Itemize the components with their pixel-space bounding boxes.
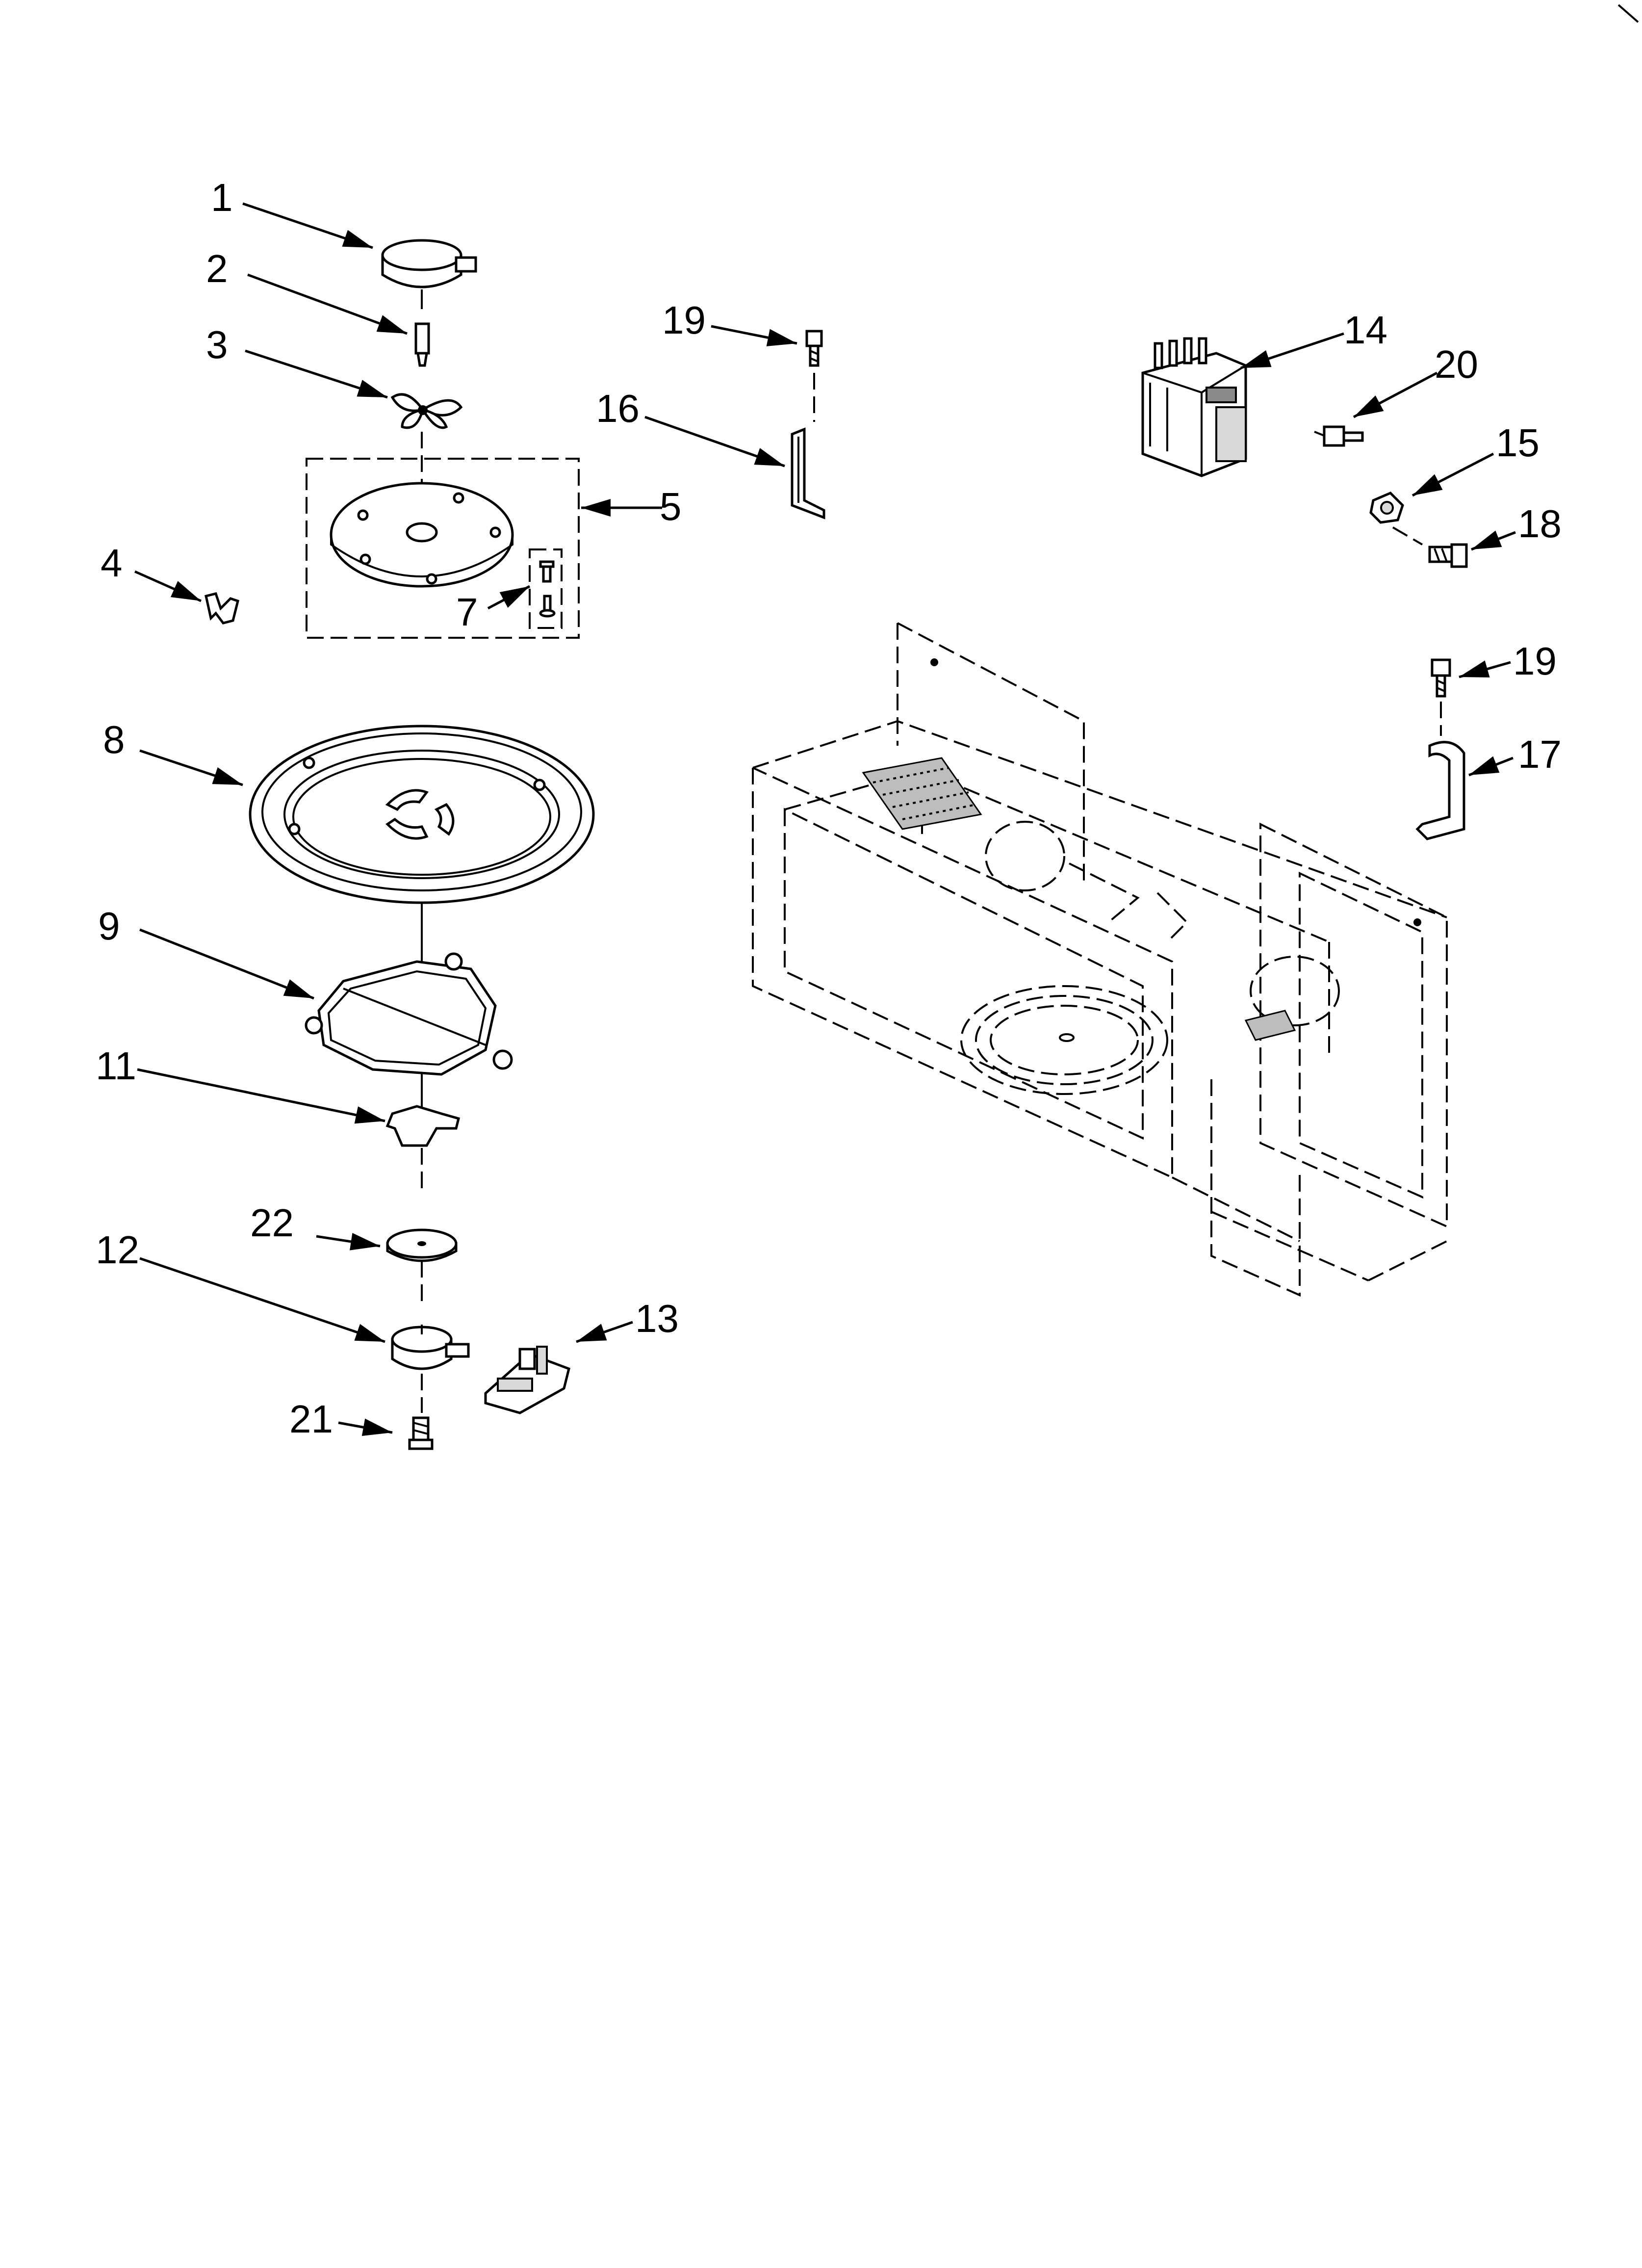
callout-12: 12 bbox=[96, 1228, 139, 1272]
part-12-turntable-motor bbox=[391, 1325, 470, 1370]
part-3-fan-blade bbox=[390, 393, 463, 429]
callout-7: 7 bbox=[456, 590, 478, 634]
corner-mark bbox=[1617, 4, 1639, 23]
part-17-bracket bbox=[1415, 741, 1465, 840]
part-7-screw-box bbox=[529, 548, 563, 629]
callout-21: 21 bbox=[289, 1397, 333, 1441]
callout-2: 2 bbox=[206, 247, 228, 290]
callout-4: 4 bbox=[101, 541, 123, 585]
callout-13: 13 bbox=[635, 1297, 679, 1340]
part-14-transformer bbox=[1141, 337, 1247, 477]
part-19-screw-right bbox=[1431, 658, 1451, 698]
callout-19b: 19 bbox=[1513, 639, 1557, 683]
part-11-coupling bbox=[385, 1105, 461, 1147]
part-16-bracket bbox=[791, 427, 825, 520]
callout-16: 16 bbox=[596, 387, 640, 430]
part-5-mounting-plate bbox=[330, 482, 514, 588]
part-19-screw-top bbox=[805, 330, 823, 367]
part-1-fan-motor bbox=[381, 239, 477, 309]
callout-1: 1 bbox=[211, 176, 233, 219]
part-18-screw bbox=[1428, 543, 1468, 568]
callout-20: 20 bbox=[1435, 342, 1478, 386]
part-20-screw bbox=[1314, 425, 1364, 447]
callout-11: 11 bbox=[96, 1044, 136, 1088]
part-21-screw bbox=[408, 1416, 434, 1450]
part-4-clip bbox=[205, 592, 239, 625]
part-13-switch bbox=[484, 1346, 570, 1414]
callout-22: 22 bbox=[250, 1201, 294, 1245]
callout-3: 3 bbox=[206, 323, 228, 366]
part-7-screws bbox=[539, 560, 556, 618]
callout-14: 14 bbox=[1344, 308, 1387, 352]
callout-17: 17 bbox=[1518, 732, 1562, 776]
part-9-roller-ring bbox=[305, 952, 513, 1076]
part-5-assembly-box bbox=[306, 458, 580, 639]
callout-5: 5 bbox=[660, 485, 682, 528]
part-15-thermostat bbox=[1369, 492, 1404, 524]
callout-19a: 19 bbox=[662, 298, 706, 342]
callout-9: 9 bbox=[98, 904, 120, 948]
part-8-turntable-tray bbox=[249, 725, 595, 904]
callout-18: 18 bbox=[1518, 502, 1562, 546]
part-22-washer bbox=[386, 1228, 458, 1262]
callout-15: 15 bbox=[1496, 421, 1539, 465]
microwave-cavity-outline bbox=[752, 622, 1448, 1297]
vent-grid bbox=[862, 757, 982, 830]
part-2-coupler bbox=[414, 322, 430, 367]
callout-8: 8 bbox=[103, 718, 125, 761]
